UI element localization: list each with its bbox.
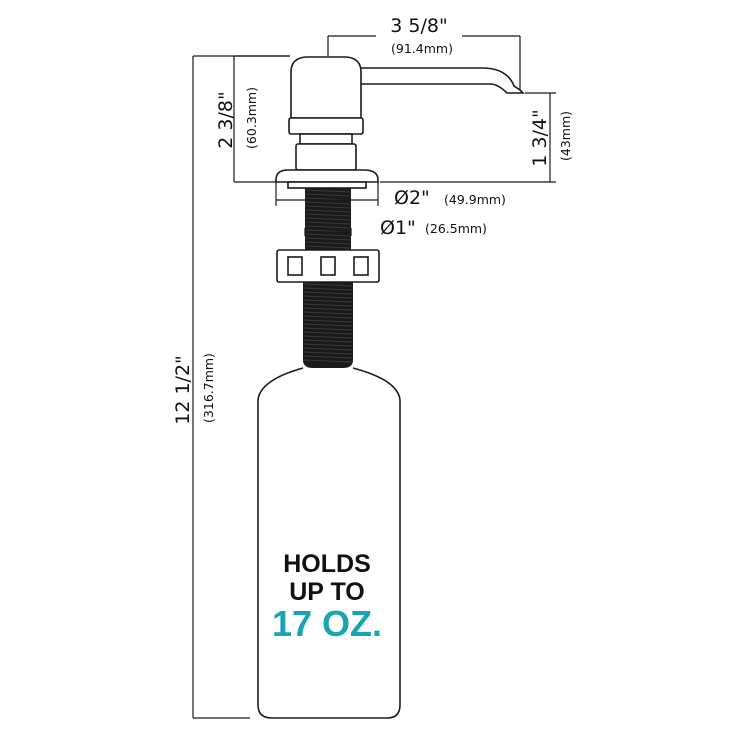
thread-line bbox=[303, 335, 353, 339]
thread-line bbox=[303, 347, 353, 351]
mounting-nut bbox=[276, 249, 380, 283]
thread-line bbox=[305, 221, 351, 225]
shank-diameter-label: Ø1" bbox=[380, 217, 416, 239]
spout-clearance-mm: (43mm) bbox=[558, 111, 573, 161]
pump-base bbox=[295, 143, 357, 171]
thread-line bbox=[303, 343, 353, 347]
pump-collar bbox=[288, 117, 364, 135]
thread-line bbox=[303, 359, 353, 363]
bottle bbox=[257, 367, 401, 719]
thread-line bbox=[305, 217, 351, 221]
thread-line bbox=[305, 193, 351, 197]
thread-line bbox=[305, 225, 351, 229]
thread-line bbox=[303, 327, 353, 331]
spout-reach-label: 3 5/8" bbox=[390, 15, 447, 37]
spout-clearance-label: 1 3/4" bbox=[529, 109, 551, 166]
pump-height-label: 2 3/8" bbox=[215, 91, 237, 148]
thread-line bbox=[303, 331, 353, 335]
thread-line bbox=[303, 323, 353, 327]
pump-neck bbox=[299, 133, 353, 145]
thread-line bbox=[305, 201, 351, 205]
shank-threads bbox=[303, 189, 353, 363]
thread-line bbox=[303, 283, 353, 287]
thread-line bbox=[303, 295, 353, 299]
thread-line bbox=[303, 351, 353, 355]
pump-height-mm: (60.3mm) bbox=[244, 87, 259, 149]
thread-line bbox=[303, 307, 353, 311]
thread-line bbox=[303, 315, 353, 319]
total-height-label: 12 1/2" bbox=[172, 355, 194, 425]
total-height-mm: (316.7mm) bbox=[201, 353, 216, 423]
shank-diameter-mm: (26.5mm) bbox=[425, 221, 487, 236]
thread-line bbox=[303, 319, 353, 323]
thread-line bbox=[305, 205, 351, 209]
thread-line bbox=[303, 291, 353, 295]
thread-line bbox=[305, 209, 351, 213]
flange bbox=[275, 169, 379, 183]
capacity-line-1: HOLDS bbox=[283, 550, 371, 578]
flange-diameter-label: Ø2" bbox=[394, 187, 430, 209]
thread-line bbox=[303, 303, 353, 307]
dimension-lines bbox=[192, 35, 556, 719]
spout-reach-mm: (91.4mm) bbox=[391, 41, 453, 56]
pump-head bbox=[275, 56, 525, 189]
thread-line bbox=[303, 287, 353, 291]
thread-line bbox=[305, 189, 351, 193]
capacity-line-2: UP TO bbox=[289, 578, 365, 606]
capacity-line-3: 17 OZ. bbox=[272, 603, 382, 644]
thread-line bbox=[303, 339, 353, 343]
flange-washer bbox=[287, 181, 367, 189]
thread-line bbox=[305, 237, 351, 241]
thread-line bbox=[303, 311, 353, 315]
thread-line bbox=[303, 355, 353, 359]
thread-line bbox=[305, 245, 351, 249]
pump-cap bbox=[290, 56, 362, 119]
thread-line bbox=[305, 213, 351, 217]
flange-diameter-mm: (49.9mm) bbox=[444, 192, 506, 207]
thread-line bbox=[305, 233, 351, 237]
thread-line bbox=[305, 241, 351, 245]
thread-line bbox=[303, 299, 353, 303]
spout bbox=[357, 67, 525, 94]
